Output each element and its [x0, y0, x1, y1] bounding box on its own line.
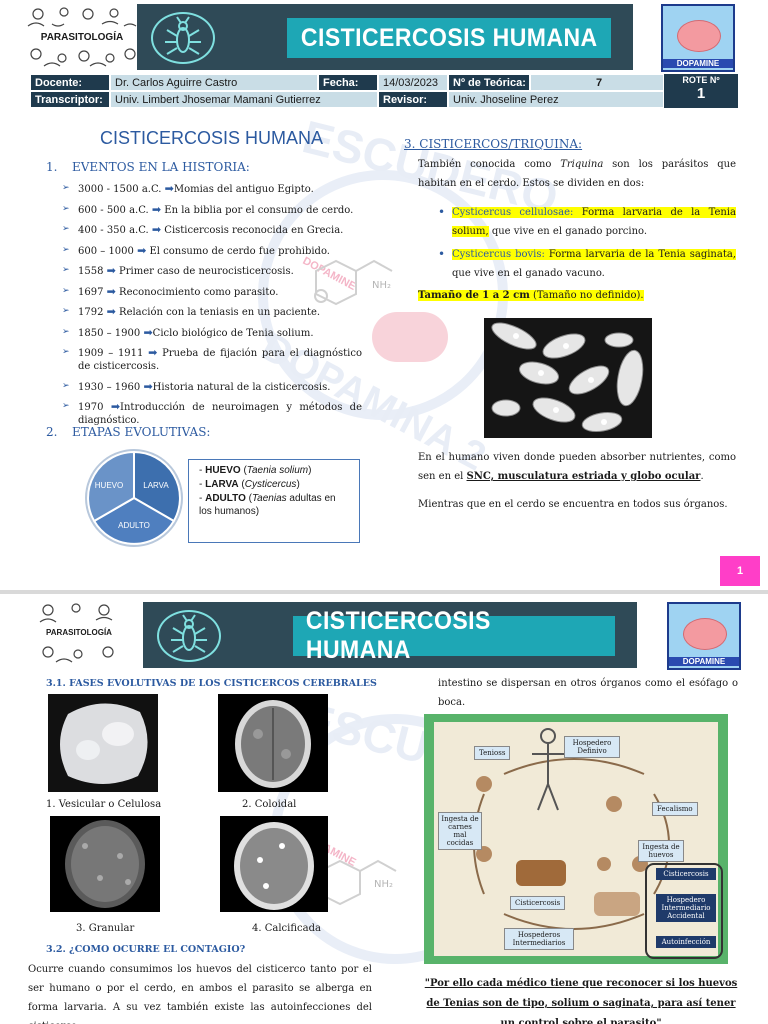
image-vesicular — [48, 694, 158, 792]
life-cycle-photo: Tenioss Hospedero Definivo Fecalismo Ing… — [424, 714, 728, 964]
bullet-bovis: Cysticercus bovis: Forma larvaria de la … — [434, 245, 736, 283]
section-1-heading: 1. EVENTOS EN LA HISTORIA: — [46, 160, 250, 174]
section-3-1-heading: 3.1. FASES EVOLUTIVAS DE LOS CISTICERCOS… — [46, 678, 377, 689]
list-item: 1909 – 1911 ➡ Prueba de fijación para el… — [62, 346, 362, 373]
list-item: 1792 ➡ Relación con la teniasis en un pa… — [62, 305, 362, 319]
transcriptor-value: Univ. Limbert Jhosemar Mamani Gutierrez — [110, 91, 378, 108]
label-autoinfeccion: Autoinfección — [656, 936, 716, 948]
fecha-value: 14/03/2023 — [378, 74, 448, 91]
section-3-intro: También conocida como Triquina son los p… — [418, 159, 736, 189]
label-cisticercosis-a: Cisticercosis — [510, 896, 566, 910]
header-banner: CISTICERCOSIS HUMANA — [143, 602, 637, 668]
label-tenias: Tenioss — [474, 746, 511, 760]
life-cycle-diagram: HUEVO LARVA ADULTO — [85, 449, 183, 547]
page-1: ESCUDERO DOPAMINA 2 DOPAMINE NH₂ PARASIT… — [0, 0, 768, 590]
cycle-huevo: HUEVO — [95, 481, 123, 490]
rote-box: ROTE Nº 1 — [664, 74, 738, 108]
label-ingesta-carnes: Ingesta de carnes mal cocidas — [438, 812, 482, 850]
list-item: 1558 ➡ Primer caso de neurocisticercosis… — [62, 264, 362, 278]
label-cisticercosis-b: Cisticercosis — [656, 868, 716, 880]
label-fecalismo: Fecalismo — [652, 802, 698, 816]
brain-icon — [677, 20, 721, 52]
watermark-nh2: NH₂ — [374, 879, 394, 890]
fecha-label: Fecha: — [318, 74, 378, 91]
list-item: 3000 - 1500 a.C. ➡Momias del antiguo Egi… — [62, 182, 362, 196]
stage-adulto: - ADULTO (Taenias adultas en los humanos… — [199, 493, 336, 517]
list-item: 600 – 1000 ➡ El consumo de cerdo fue pro… — [62, 244, 362, 258]
list-item: 400 - 350 a.C. ➡ Cisticercosis reconocid… — [62, 223, 362, 237]
stage-huevo: - HUEVO (Taenia solium) — [199, 465, 312, 476]
banner-title: CISTICERCOSIS HUMANA — [305, 607, 491, 664]
human-location: En el humano viven donde pueden absorber… — [418, 452, 736, 482]
dopamine-label: DOPAMINE — [669, 657, 739, 666]
contagio-paragraph: Ocurre cuando consumimos los huevos del … — [28, 964, 372, 1024]
image-coloidal — [218, 694, 328, 792]
teorica-label: Nº de Teórica: — [448, 74, 530, 91]
page-number-badge: 1 — [720, 556, 760, 586]
cloud-mascot — [372, 312, 448, 362]
banner-title-box: CISTICERCOSIS HUMANA — [293, 607, 615, 664]
banner-title-box: CISTICERCOSIS HUMANA — [287, 18, 611, 58]
logo-text: PARASITOLOGÍA — [36, 628, 122, 637]
list-item: 1850 – 1900 ➡Ciclo biológico de Tenia so… — [62, 326, 362, 340]
bullet-cellulosae: Cysticercus cellulosae: Forma larvaria d… — [434, 203, 736, 241]
list-item: 1697 ➡ Reconocimiento como parasito. — [62, 285, 362, 299]
banner-title: CISTICERCOSIS HUMANA — [300, 23, 598, 52]
bug-icon — [151, 12, 215, 64]
dopamine-label: DOPAMINE — [663, 59, 733, 68]
cysticerci-photo — [484, 318, 652, 438]
list-item: 600 - 500 a.C. ➡ En la biblia por el con… — [62, 203, 362, 217]
stage-larva: - LARVA (Cysticercus) — [199, 479, 300, 490]
caption-vesicular: 1. Vesicular o Celulosa — [46, 799, 162, 810]
parasitologia-logo: PARASITOLOGÍA — [36, 600, 122, 668]
dopamine-logo: DOPAMINE — [667, 602, 741, 670]
section-3-heading: 3. CISTICERCOS/TRIQUINA: — [404, 137, 583, 151]
caption-calcificada: 4. Calcificada — [252, 923, 321, 934]
section-title: ETAPAS EVOLUTIVAS: — [72, 425, 211, 439]
image-granular — [50, 816, 160, 912]
spread-text: intestino se dispersan en otros órganos … — [438, 678, 738, 708]
rote-label: ROTE Nº — [682, 75, 720, 85]
section-number: 2. — [46, 425, 58, 439]
stages-box: - HUEVO (Taenia solium) - LARVA (Cystice… — [188, 459, 360, 543]
closing-quote: "Por ello cada médico tiene que reconoce… — [424, 978, 738, 1024]
parasitologia-logo: PARASITOLOGÍA — [24, 4, 140, 72]
pig-location: Mientras que en el cerdo se encuentra en… — [418, 499, 728, 510]
history-timeline: 3000 - 1500 a.C. ➡Momias del antiguo Egi… — [62, 182, 362, 434]
logo-text: PARASITOLOGÍA — [24, 32, 140, 43]
section-number: 1. — [46, 160, 58, 174]
docente-value: Dr. Carlos Aguirre Castro — [110, 74, 318, 91]
label-ingesta-huevos: Ingesta de huevos — [638, 840, 684, 862]
page-2: ESCUDERO DOPAMINE NH₂ PARASITOLOGÍA CIST… — [0, 594, 768, 1024]
teorica-value: 7 — [530, 74, 664, 91]
section-title: EVENTOS EN LA HISTORIA: — [72, 160, 250, 174]
page-title: CISTICERCOSIS HUMANA — [100, 128, 324, 148]
label-hospedero-definitivo: Hospedero Definivo — [564, 736, 620, 758]
section-3-2-heading: 3.2. ¿COMO OCURRE EL CONTAGIO? — [46, 944, 246, 955]
rote-value: 1 — [696, 85, 706, 102]
revisor-label: Revisor: — [378, 91, 448, 108]
image-calcificada — [220, 816, 328, 912]
watermark-nh2: NH₂ — [372, 280, 392, 291]
dopamine-logo: DOPAMINE — [661, 4, 735, 72]
label-hospederos-intermediarios: Hospederos Intermediarios — [504, 928, 574, 950]
cycle-adulto: ADULTO — [118, 521, 150, 530]
list-item: 1970 ➡Introducción de neuroimagen y méto… — [62, 400, 362, 427]
cycle-larva: LARVA — [143, 481, 169, 490]
label-hospedero-accidental: Hospedero Intermediario Accidental — [656, 894, 716, 922]
info-table: Docente: Dr. Carlos Aguirre Castro Fecha… — [30, 74, 738, 108]
section-2-heading: 2. ETAPAS EVOLUTIVAS: — [46, 425, 210, 439]
caption-coloidal: 2. Coloidal — [242, 799, 297, 810]
revisor-value: Univ. Jhoseline Perez — [448, 91, 664, 108]
bug-icon — [157, 610, 221, 662]
docente-label: Docente: — [30, 74, 110, 91]
list-item: 1930 – 1960 ➡Historia natural de la cist… — [62, 380, 362, 394]
header-banner: CISTICERCOSIS HUMANA — [137, 4, 633, 70]
brain-icon — [683, 618, 727, 650]
caption-granular: 3. Granular — [76, 923, 135, 934]
transcriptor-label: Transcriptor: — [30, 91, 110, 108]
size-note: Tamaño de 1 a 2 cm (Tamaño no definido). — [418, 290, 644, 301]
